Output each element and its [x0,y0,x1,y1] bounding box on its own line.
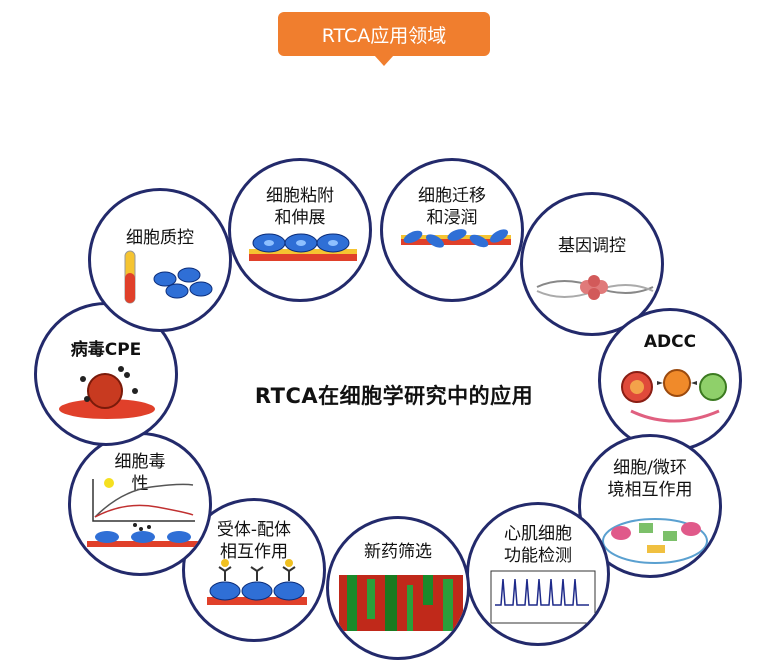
cytotoxicity-illustration [87,478,199,547]
node-label: 受体-配体 相互作用 [216,520,292,562]
node-cell-adhesion: 细胞粘附 和伸展 [228,158,372,302]
node-receptor-ligand: 受体-配体 相互作用 [182,498,326,642]
microenvironment-illustration [602,518,708,564]
virus-cpe-illustration [59,366,155,419]
title-banner: RTCA应用领域 [278,12,490,56]
node-cell-quality-control: 细胞质控 [88,188,232,332]
node-label: 基因调控 [558,236,626,256]
node-label: 新药筛选 [364,542,432,562]
adcc-illustration [621,369,727,423]
node-label: 细胞质控 [126,228,194,248]
banner-pointer [374,55,394,66]
cardiomyocyte-illustration [490,570,596,624]
migration-illustration [401,229,511,248]
drug-screening-heatmap [339,575,463,631]
node-cytotoxicity: 细胞毒 性 [68,432,212,576]
node-label: 病毒CPE [70,340,142,360]
node-cardiomyocyte-function: 心肌细胞 功能检测 [466,502,610,646]
node-label: ADCC [643,332,697,352]
adhesion-illustration [249,233,357,261]
node-gene-regulation: 基因调控 [520,192,664,336]
quality-control-illustration [124,250,213,304]
node-label: 细胞迁移 和浸润 [418,186,486,228]
receptor-ligand-illustration [207,559,307,605]
node-label: 细胞粘附 和伸展 [266,186,334,228]
node-label: 细胞毒 性 [114,452,166,494]
node-label: 细胞/微环 境相互作用 [607,458,693,500]
node-label: 心肌细胞 功能检测 [504,524,572,566]
center-title: RTCA在细胞学研究中的应用 [254,384,534,408]
node-adcc: ADCC [598,308,742,452]
node-cell-migration: 细胞迁移 和浸润 [380,158,524,302]
banner-title: RTCA应用领域 [321,24,447,47]
node-drug-screening: 新药筛选 [326,516,470,660]
gene-regulation-illustration [536,275,654,300]
